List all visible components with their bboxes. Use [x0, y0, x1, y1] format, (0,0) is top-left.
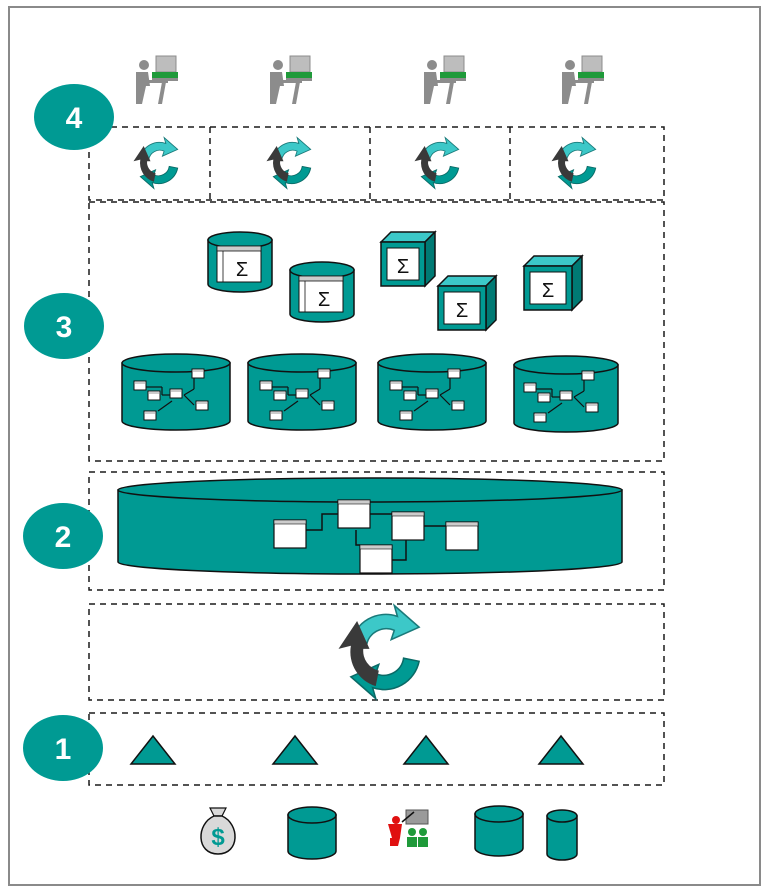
- integration-box: [88, 603, 665, 701]
- diagram-frame: [8, 6, 761, 886]
- layer-1-box: [88, 712, 665, 786]
- svg-text:2: 2: [55, 521, 72, 554]
- summary-cylinder-icon: Σ: [289, 261, 355, 323]
- database-small-icon: [546, 809, 578, 861]
- svg-text:4: 4: [66, 102, 83, 135]
- layer-4-cycles: [133, 137, 597, 189]
- svg-text:Σ: Σ: [456, 300, 468, 322]
- svg-text:Σ: Σ: [318, 289, 330, 311]
- data-mart-cylinders: [121, 353, 619, 433]
- user-at-computer-icon: [561, 55, 605, 105]
- layer-badges: 4 3 2 1: [23, 84, 114, 781]
- layer-4-badge: 4: [34, 84, 114, 150]
- process-cycle-icon: [266, 137, 312, 189]
- olap-cube-icon: Σ: [522, 254, 584, 312]
- olap-cube-icon: Σ: [379, 230, 437, 288]
- layer-boxes: [88, 126, 665, 786]
- user-at-computer-icon: [423, 55, 467, 105]
- svg-text:$: $: [211, 824, 225, 851]
- layer-3-badge: 3: [24, 293, 104, 359]
- summary-cylinder-icon: Σ: [207, 231, 273, 293]
- layer-4-box: [88, 126, 665, 201]
- process-cycle-icon: [133, 137, 179, 189]
- layer-2-box: [88, 471, 665, 591]
- data-warehouse-cylinder: [117, 477, 623, 575]
- svg-text:3: 3: [56, 311, 73, 344]
- database-icon: [474, 805, 524, 857]
- svg-text:1: 1: [55, 733, 72, 766]
- svg-text:Σ: Σ: [236, 259, 248, 281]
- process-cycle-icon: [414, 137, 460, 189]
- process-cycle-icon: [551, 137, 597, 189]
- money-bag-icon: $: [200, 807, 236, 855]
- source-triangle-icon: [537, 734, 585, 765]
- integration-cycle-icon: [337, 604, 420, 700]
- source-triangle-icon: [402, 734, 450, 765]
- olap-cube-icon: Σ: [436, 274, 498, 332]
- layer-2-badge: 2: [23, 503, 103, 569]
- database-icon: [287, 806, 337, 860]
- olap-cubes: Σ Σ Σ: [379, 230, 584, 332]
- data-sources-row: $: [200, 805, 578, 861]
- user-at-computer-icon: [269, 55, 313, 105]
- source-triangle-icon: [271, 734, 319, 765]
- presentation-icon: [388, 809, 429, 847]
- data-mart-icon: [121, 353, 231, 431]
- users-row: [135, 55, 605, 105]
- layer-1-badge: 1: [23, 715, 103, 781]
- source-triangle-icon: [129, 734, 177, 765]
- data-mart-icon: [247, 353, 357, 431]
- user-at-computer-icon: [135, 55, 179, 105]
- data-mart-icon: [377, 353, 487, 431]
- data-mart-icon: [513, 355, 619, 433]
- svg-text:Σ: Σ: [397, 256, 409, 278]
- layer-3-box: [88, 201, 665, 462]
- source-triangles: [129, 734, 585, 765]
- svg-text:Σ: Σ: [542, 280, 554, 302]
- summary-cylinders: Σ Σ: [207, 231, 355, 323]
